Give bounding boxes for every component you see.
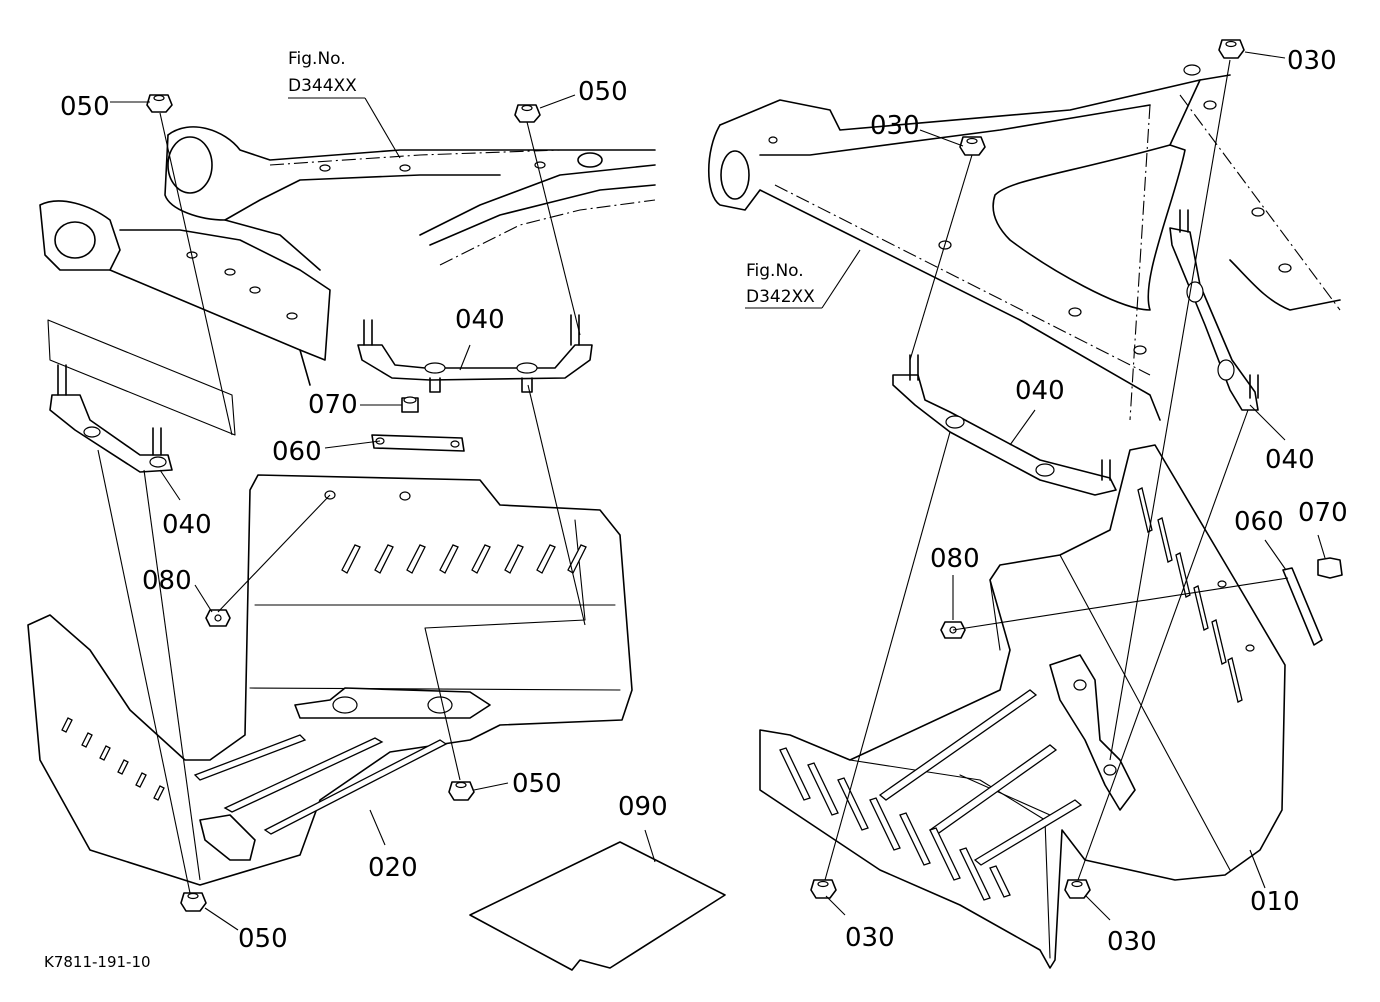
callout-right-030-topright: 030 (1287, 46, 1337, 76)
callout-right-060: 060 (1234, 507, 1284, 537)
left-bolt-050-bottom (180, 892, 207, 912)
left-bolt-070 (401, 396, 419, 413)
left-side-sheet (47, 319, 236, 436)
callout-right-030-topleft: 030 (870, 111, 920, 141)
reference-right-line2: D342XX (746, 287, 815, 307)
left-bolt-050-topleft (146, 94, 173, 113)
left-cover-020 (27, 474, 633, 886)
left-frame (39, 126, 656, 386)
left-bolt-050-mid (448, 781, 475, 801)
right-bolt-030-bottomleft (810, 879, 837, 899)
callout-left-020: 020 (368, 853, 418, 883)
right-bolt-030-topleft (959, 136, 986, 156)
left-nut-080 (205, 609, 231, 627)
callout-left-040-left: 040 (162, 510, 212, 540)
left-sheet-090 (469, 841, 726, 971)
right-center-lines (824, 59, 1289, 881)
reference-right: Fig.No. D342XX (746, 261, 815, 307)
callout-left-090: 090 (618, 792, 668, 822)
right-plate-060 (1282, 567, 1323, 646)
leader-lines (110, 51, 1326, 931)
callout-left-050-mid: 050 (512, 769, 562, 799)
reference-left-line2: D344XX (288, 76, 357, 96)
callout-left-050-topleft: 050 (60, 92, 110, 122)
callout-right-010: 010 (1250, 887, 1300, 917)
callout-left-050-topright: 050 (578, 77, 628, 107)
callout-left-060: 060 (272, 437, 322, 467)
reference-right-line1: Fig.No. (746, 261, 804, 281)
right-bolt-030-bottomright (1064, 879, 1091, 899)
right-bracket-040-center (892, 354, 1117, 496)
right-cover-010 (759, 444, 1286, 969)
callout-left-070: 070 (308, 390, 358, 420)
left-center-lines (97, 112, 586, 894)
callout-right-040-center: 040 (1015, 376, 1065, 406)
callout-right-040-right: 040 (1265, 445, 1315, 475)
left-bracket-040-center (357, 314, 593, 393)
callout-left-080: 080 (142, 566, 192, 596)
right-frame (707, 64, 1341, 421)
reference-left-line1: Fig.No. (288, 49, 346, 69)
right-bolt-070 (1317, 557, 1343, 579)
callout-right-030-bottomleft: 030 (845, 923, 895, 953)
callout-right-070: 070 (1298, 498, 1348, 528)
callout-right-080: 080 (930, 544, 980, 574)
callout-left-050-bottom: 050 (238, 924, 288, 954)
left-plate-060 (371, 434, 465, 452)
right-bolt-030-topright (1218, 39, 1245, 59)
left-bolt-050-topright (514, 104, 541, 123)
callout-left-040-center: 040 (455, 305, 505, 335)
reference-left: Fig.No. D344XX (288, 49, 357, 96)
right-bracket-040-right (1169, 209, 1259, 411)
callout-right-030-bottomright: 030 (1107, 927, 1157, 957)
drawing-code: K7811-191-10 (44, 953, 151, 971)
left-bracket-040-left (49, 364, 173, 473)
